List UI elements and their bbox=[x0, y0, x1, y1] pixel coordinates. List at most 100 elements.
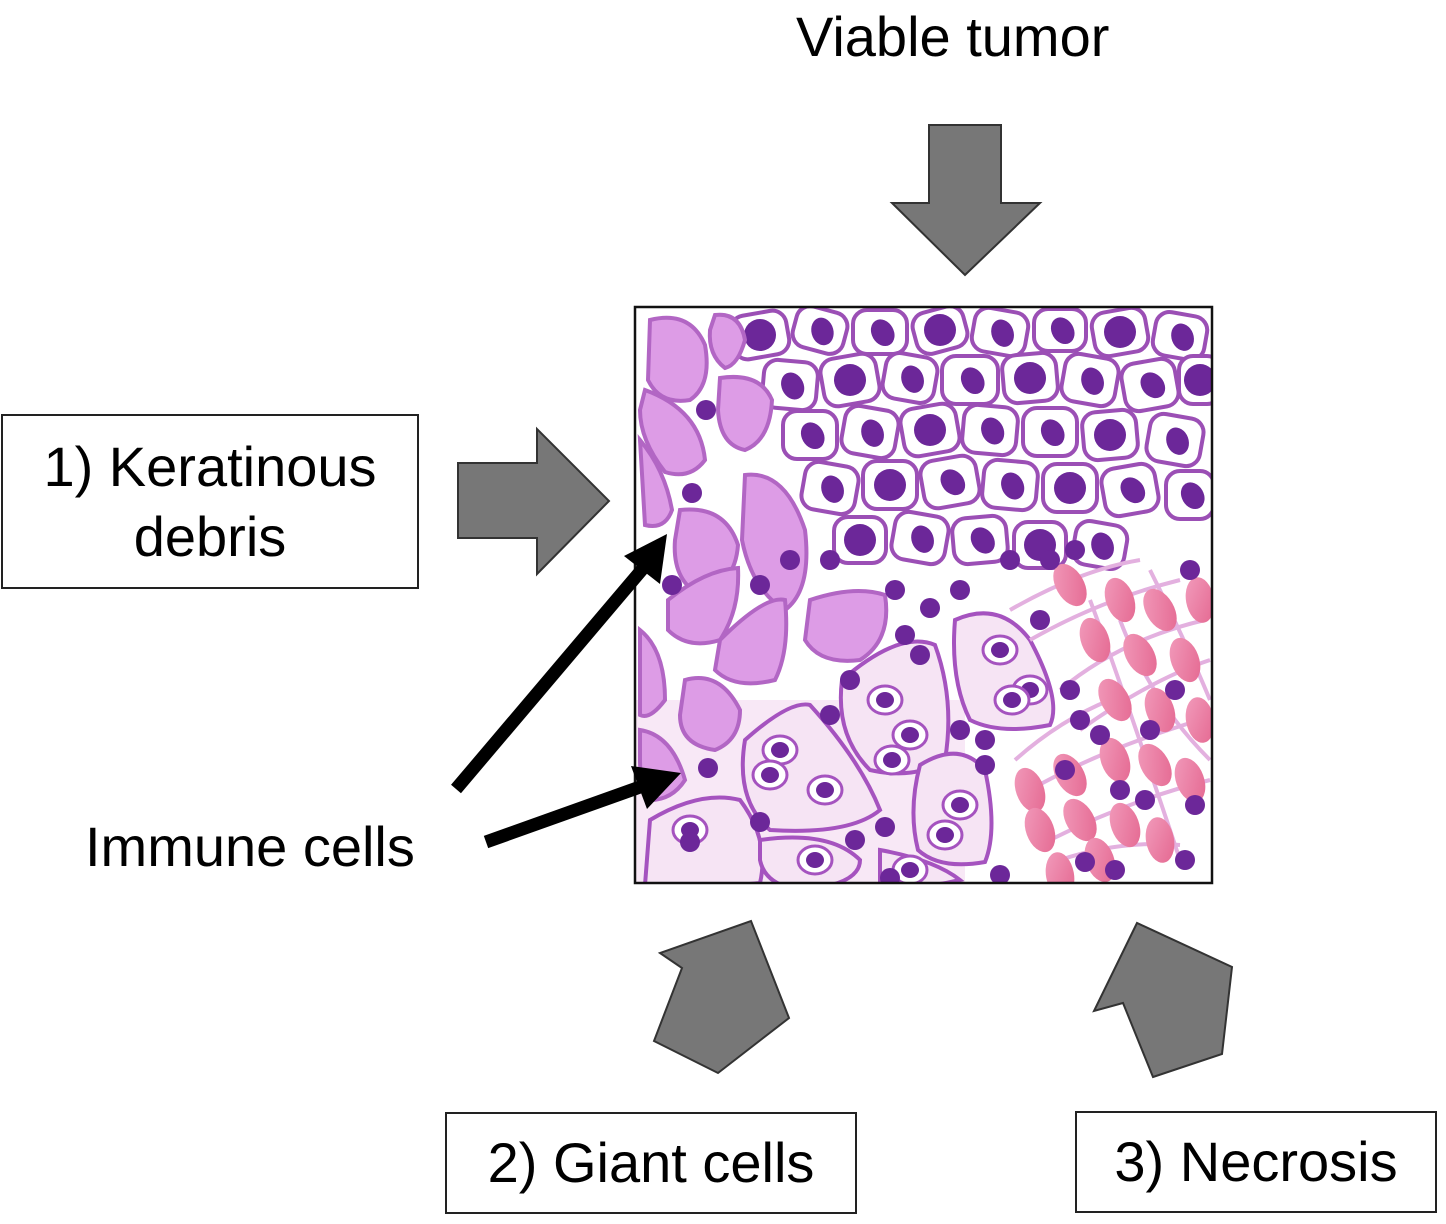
tumor-nucleus bbox=[1120, 477, 1146, 504]
tumor-nucleus bbox=[1166, 427, 1189, 455]
giant-cell-nucleus bbox=[883, 752, 901, 768]
giant-cell-nucleus bbox=[951, 797, 969, 813]
necrosis-pink-cell bbox=[1143, 588, 1177, 632]
necrosis-pink-cell bbox=[1138, 743, 1172, 787]
giant-cell-nucleus bbox=[771, 742, 789, 758]
immune-cell bbox=[1060, 680, 1080, 700]
giant-cell-group bbox=[643, 611, 1056, 883]
arrow-up-giant-cells bbox=[652, 919, 791, 1075]
necrosis-pink-cell bbox=[1024, 807, 1056, 853]
tumor-nucleus bbox=[1184, 364, 1212, 396]
immune-cell bbox=[1110, 780, 1130, 800]
immune-cell bbox=[920, 598, 940, 618]
immune-cell bbox=[875, 817, 895, 837]
label-immune-cells: Immune cells bbox=[85, 815, 415, 878]
giant-cell-nucleus bbox=[1003, 692, 1021, 708]
tumor-nucleus bbox=[981, 417, 1005, 445]
arrow-down-viable-tumor bbox=[889, 124, 1043, 277]
necrosis-pink-cell bbox=[1145, 817, 1175, 863]
immune-cell bbox=[1180, 560, 1200, 580]
immune-cell bbox=[1055, 760, 1075, 780]
immune-cell bbox=[662, 575, 682, 595]
label-keratinous-line2: debris bbox=[133, 504, 287, 568]
keratinous-debris-flakes bbox=[637, 312, 889, 803]
keratin-flake bbox=[677, 676, 743, 753]
tumor-nucleus bbox=[924, 314, 956, 346]
immune-cell bbox=[910, 645, 930, 665]
tumor-nucleus bbox=[1054, 472, 1086, 504]
tumor-nucleus bbox=[901, 365, 924, 393]
tumor-nucleus bbox=[960, 367, 985, 395]
keratin-flake bbox=[802, 589, 889, 663]
arrow-up-necrosis bbox=[1092, 921, 1234, 1079]
giant-cell bbox=[643, 795, 765, 883]
tumor-nucleus bbox=[834, 364, 866, 396]
tumor-nucleus bbox=[1014, 362, 1046, 394]
tumor-nucleus bbox=[861, 419, 884, 447]
tumor-nucleus bbox=[1094, 419, 1126, 451]
immune-cell bbox=[820, 550, 840, 570]
tumor-nucleus bbox=[1081, 367, 1104, 395]
immune-cell bbox=[975, 730, 995, 750]
tumor-nucleus bbox=[744, 319, 776, 351]
keratin-flake bbox=[715, 375, 775, 453]
pointer-head-lower bbox=[631, 766, 681, 809]
necrosis-pink-cell bbox=[1098, 678, 1132, 722]
giant-cell-nucleus bbox=[991, 642, 1009, 658]
necrosis-pink-cell bbox=[1185, 577, 1212, 623]
box-necrosis: 3) Necrosis bbox=[1075, 1111, 1437, 1213]
immune-cell bbox=[895, 625, 915, 645]
box-giant-cells: 2) Giant cells bbox=[445, 1112, 857, 1214]
giant-cell-nucleus bbox=[901, 727, 919, 743]
necrosis-pink-cell bbox=[1109, 802, 1141, 848]
immune-cell bbox=[990, 865, 1010, 883]
immune-cell bbox=[680, 832, 700, 852]
tumor-nucleus bbox=[991, 319, 1014, 347]
immune-cell bbox=[1140, 720, 1160, 740]
immune-cell bbox=[950, 720, 970, 740]
pointer-head-upper bbox=[624, 534, 667, 584]
necrosis-pink-cell bbox=[1014, 767, 1046, 813]
immune-cell bbox=[1070, 710, 1090, 730]
giant-cell-nucleus bbox=[876, 692, 894, 708]
tumor-nucleus bbox=[1180, 482, 1205, 510]
tumor-nucleus bbox=[940, 469, 966, 496]
pointer-line-lower bbox=[483, 780, 643, 849]
label-necrosis: 3) Necrosis bbox=[1114, 1130, 1398, 1193]
label-giant-cells: 2) Giant cells bbox=[487, 1131, 815, 1194]
arrow-right-keratinous bbox=[457, 426, 611, 577]
immune-cell bbox=[1175, 850, 1195, 870]
tumor-cell-grid bbox=[728, 307, 1212, 571]
tumor-nucleus bbox=[970, 527, 995, 554]
keratin-flake bbox=[645, 315, 709, 403]
necrosis-pink-cell bbox=[1104, 577, 1136, 623]
tumor-nucleus bbox=[1091, 532, 1114, 560]
immune-cell bbox=[950, 580, 970, 600]
immune-cell bbox=[845, 830, 865, 850]
tumor-nucleus bbox=[844, 524, 876, 556]
tumor-nucleus bbox=[800, 422, 825, 450]
immune-cell bbox=[696, 400, 716, 420]
necrosis-pink-cell bbox=[1063, 798, 1097, 842]
label-viable-tumor: Viable tumor bbox=[796, 5, 1110, 68]
necrosis-pink-cell bbox=[1185, 697, 1212, 743]
tumor-nucleus bbox=[1171, 323, 1194, 351]
tumor-nucleus bbox=[811, 317, 834, 346]
box-keratinous-debris: 1) Keratinous debris bbox=[1, 414, 419, 589]
immune-cell bbox=[1040, 550, 1060, 570]
keratin-flake bbox=[637, 387, 708, 477]
necrosis-fiber bbox=[1029, 578, 1181, 642]
giant-cell-nucleus bbox=[901, 862, 919, 878]
tumor-nucleus bbox=[911, 525, 934, 553]
tumor-nucleus bbox=[821, 475, 844, 503]
necrosis-pink-cell bbox=[1099, 737, 1131, 783]
necrosis-pink-cell bbox=[1045, 852, 1075, 883]
immune-cell bbox=[682, 483, 702, 503]
immune-cell bbox=[1000, 550, 1020, 570]
histology-panel bbox=[633, 305, 1214, 885]
immune-cell bbox=[1165, 680, 1185, 700]
keratin-flake bbox=[707, 312, 748, 371]
immune-cell bbox=[750, 812, 770, 832]
tumor-nucleus bbox=[1104, 316, 1136, 348]
